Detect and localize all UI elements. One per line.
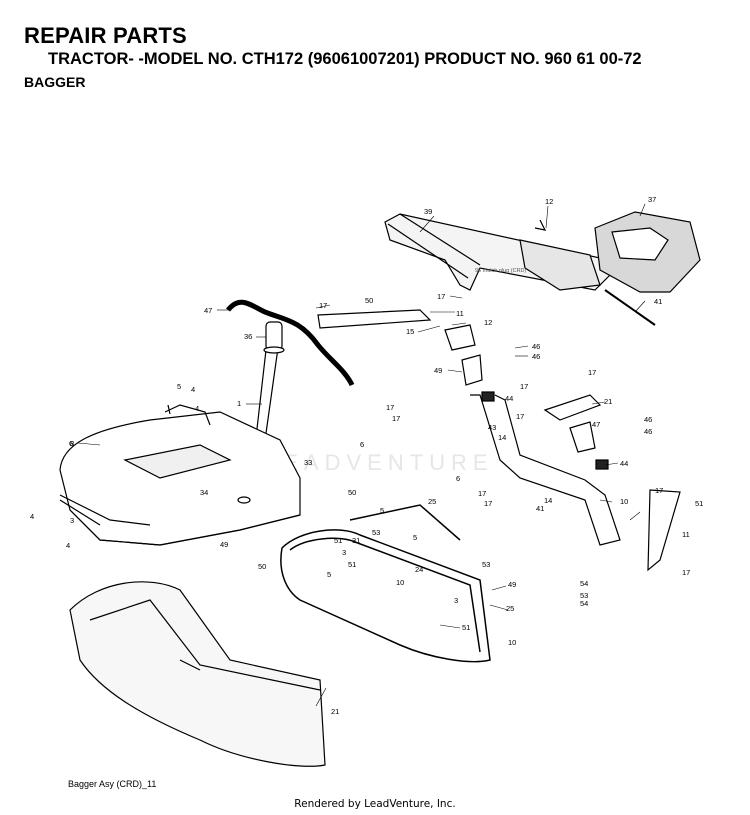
svg-text:37: 37 <box>648 195 656 204</box>
grass-bag <box>69 581 326 767</box>
svg-text:15: 15 <box>406 327 414 336</box>
svg-text:17: 17 <box>386 403 394 412</box>
svg-text:41: 41 <box>654 297 662 306</box>
svg-text:17: 17 <box>392 414 400 423</box>
bag-lid <box>59 404 301 546</box>
svg-text:53: 53 <box>580 591 588 600</box>
svg-text:11: 11 <box>682 530 690 539</box>
svg-text:46: 46 <box>532 342 540 351</box>
figure-note: Bagger Asy (CRD)_11 <box>68 779 157 789</box>
rendered-by: Rendered by LeadVenture, Inc. <box>294 798 456 810</box>
svg-text:6: 6 <box>456 474 460 483</box>
chute-assembly <box>384 211 701 326</box>
svg-text:44: 44 <box>505 394 513 403</box>
svg-text:3: 3 <box>454 596 458 605</box>
svg-text:17: 17 <box>437 292 445 301</box>
svg-text:4: 4 <box>191 385 195 394</box>
svg-text:47: 47 <box>592 420 600 429</box>
svg-text:43: 43 <box>488 423 496 432</box>
svg-text:54: 54 <box>580 599 588 608</box>
svg-text:51: 51 <box>348 560 356 569</box>
mulch-plug-label: 96 mulch plug (CRD) <box>475 268 527 274</box>
svg-text:51: 51 <box>462 623 470 632</box>
svg-text:25: 25 <box>506 604 514 613</box>
svg-text:49: 49 <box>434 366 442 375</box>
svg-text:46: 46 <box>644 427 652 436</box>
section-title: BAGGER <box>24 74 86 90</box>
svg-text:1: 1 <box>237 399 241 408</box>
svg-text:6: 6 <box>69 439 73 448</box>
svg-text:17: 17 <box>682 568 690 577</box>
svg-text:14: 14 <box>544 496 552 505</box>
svg-text:3: 3 <box>70 516 74 525</box>
svg-text:11: 11 <box>456 309 464 318</box>
svg-text:36: 36 <box>244 332 252 341</box>
svg-text:54: 54 <box>580 579 588 588</box>
svg-text:17: 17 <box>588 368 596 377</box>
svg-text:17: 17 <box>478 489 486 498</box>
svg-text:17: 17 <box>516 412 524 421</box>
svg-text:33: 33 <box>304 458 312 467</box>
svg-text:5: 5 <box>177 382 181 391</box>
svg-text:46: 46 <box>644 415 652 424</box>
svg-text:49: 49 <box>220 540 228 549</box>
svg-text:4: 4 <box>30 512 34 521</box>
mount-brackets <box>317 309 681 572</box>
svg-text:5: 5 <box>380 506 384 515</box>
svg-text:10: 10 <box>620 497 628 506</box>
svg-text:17: 17 <box>319 301 327 310</box>
svg-text:44: 44 <box>620 459 628 468</box>
svg-text:47: 47 <box>204 306 212 315</box>
svg-text:12: 12 <box>484 318 492 327</box>
svg-text:53: 53 <box>482 560 490 569</box>
svg-text:50: 50 <box>365 296 373 305</box>
svg-text:LEADVENTURE: LEADVENTURE <box>265 450 494 475</box>
svg-text:14: 14 <box>498 433 506 442</box>
svg-text:41: 41 <box>536 504 544 513</box>
svg-text:10: 10 <box>508 638 516 647</box>
leader-lines <box>77 203 646 707</box>
svg-text:50: 50 <box>348 488 356 497</box>
svg-text:53: 53 <box>372 528 380 537</box>
svg-text:6: 6 <box>360 440 364 449</box>
svg-text:8: 8 <box>70 439 74 448</box>
bag-frame <box>280 504 491 663</box>
svg-text:4: 4 <box>66 541 70 550</box>
svg-text:51: 51 <box>695 499 703 508</box>
svg-text:51: 51 <box>334 536 342 545</box>
svg-text:24: 24 <box>415 565 423 574</box>
svg-text:17: 17 <box>484 499 492 508</box>
svg-text:17: 17 <box>655 486 663 495</box>
svg-text:5: 5 <box>413 533 417 542</box>
svg-text:46: 46 <box>532 352 540 361</box>
page-title: REPAIR PARTS <box>24 23 187 48</box>
svg-text:39: 39 <box>424 207 432 216</box>
svg-text:34: 34 <box>200 488 208 497</box>
callouts: 39 12 37 41 47 36 1 6 17 17 50 11 15 12 … <box>30 195 703 716</box>
svg-text:12: 12 <box>545 197 553 206</box>
svg-text:21: 21 <box>331 707 339 716</box>
svg-text:31: 31 <box>352 536 360 545</box>
svg-text:17: 17 <box>520 382 528 391</box>
svg-text:4: 4 <box>195 404 199 413</box>
svg-text:49: 49 <box>508 580 516 589</box>
svg-text:25: 25 <box>428 497 436 506</box>
svg-text:5: 5 <box>327 570 331 579</box>
svg-text:3: 3 <box>342 548 346 557</box>
model-subtitle: TRACTOR- -MODEL NO. CTH172 (96061007201)… <box>48 50 642 68</box>
svg-text:50: 50 <box>258 562 266 571</box>
watermark: LEADVENTURE <box>265 450 494 475</box>
svg-text:10: 10 <box>396 578 404 587</box>
svg-text:21: 21 <box>604 397 612 406</box>
